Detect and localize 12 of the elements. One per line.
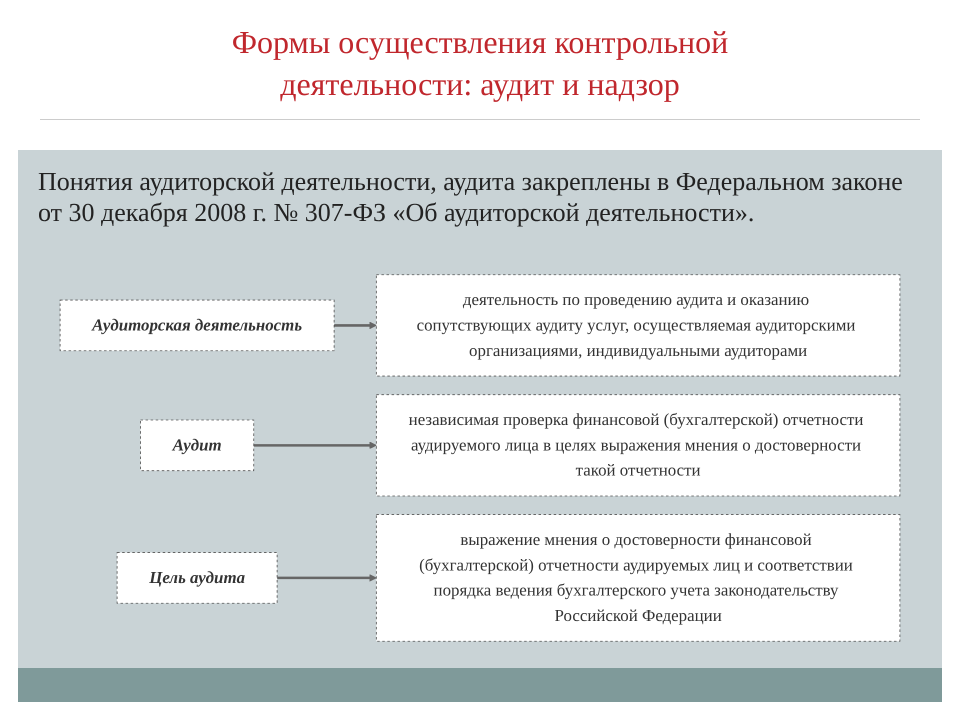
intro-paragraph: Понятия аудиторской деятельности, аудита закреплены в Федеральном законе от 30 декабря 2008 г. № 307-ФЗ «Об аудиторской деятельности». (38, 166, 904, 228)
node-box (60, 300, 335, 352)
arrow (334, 322, 377, 330)
arrow (254, 442, 377, 450)
node-box (376, 394, 900, 496)
node-box (116, 552, 278, 604)
title: Формы осуществления контрольной деятельности: аудит и надзор (40, 22, 920, 120)
arrow (277, 574, 377, 582)
content-panel: Понятия аудиторской деятельности, аудита закреплены в Федеральном законе от 30 декабря 2008 г. № 307-ФЗ «Об аудиторской деятельности». Аудиторская деятельность деятельность по проведению аудита и оказанию сопутствующих аудиту услуг, осуществляемая аудиторскими организациями, индивидуальными аудиторами Аудит независимая проверка финансовой (бухгалтерской) отчетности аудируемого лица в целях выражения мнения о достоверности такой отчетности Цель аудита выражение мнения о достоверности финансовой (бухгалтерской) отчетности аудируемых лиц и соответствии порядка ведения бухгалтерского учета законодательству Российской Федерации (18, 150, 942, 702)
node-box (376, 274, 900, 377)
node-box (140, 420, 254, 472)
node-box (376, 514, 900, 642)
